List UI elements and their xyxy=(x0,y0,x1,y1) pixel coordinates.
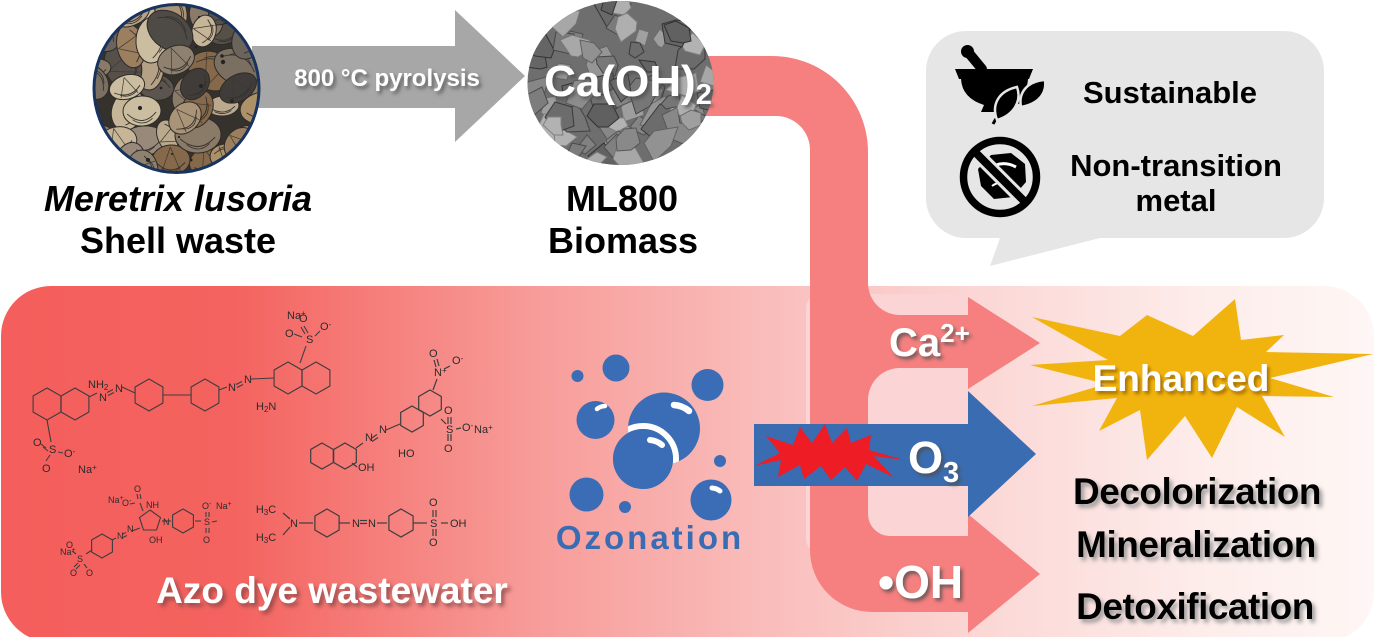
svg-text:Detoxification: Detoxification xyxy=(1076,586,1314,627)
svg-text:Non-transition: Non-transition xyxy=(1070,148,1282,183)
svg-text:S: S xyxy=(446,424,453,436)
svg-text:metal: metal xyxy=(1136,183,1217,218)
svg-text:NH: NH xyxy=(146,500,159,510)
svg-text:N: N xyxy=(244,374,252,386)
svg-text:N: N xyxy=(127,524,134,534)
svg-text:ML800: ML800 xyxy=(566,178,678,219)
svg-text:S: S xyxy=(49,444,56,456)
svg-text:O: O xyxy=(42,463,51,475)
svg-text:•OH: •OH xyxy=(878,556,963,608)
svg-text:OH: OH xyxy=(358,462,375,474)
svg-text:Sustainable: Sustainable xyxy=(1083,75,1257,110)
svg-text:O-: O- xyxy=(64,447,76,460)
svg-text:N: N xyxy=(228,382,236,394)
svg-text:N: N xyxy=(99,392,107,404)
svg-text:O-: O- xyxy=(122,498,132,508)
svg-text:O-: O- xyxy=(202,501,212,511)
svg-text:O-: O- xyxy=(462,421,474,434)
svg-text:OH: OH xyxy=(450,518,467,530)
svg-text:O: O xyxy=(33,437,42,449)
svg-text:O: O xyxy=(285,328,294,340)
svg-text:O: O xyxy=(429,348,438,360)
svg-text:S: S xyxy=(306,334,313,346)
svg-text:O: O xyxy=(66,540,73,550)
svg-text:O-: O- xyxy=(320,320,332,333)
svg-text:Decolorization: Decolorization xyxy=(1073,471,1321,512)
svg-text:S: S xyxy=(430,518,437,530)
svg-text:O: O xyxy=(86,568,93,578)
svg-text:O: O xyxy=(429,537,438,549)
svg-text:O: O xyxy=(134,484,141,494)
svg-text:HO: HO xyxy=(398,448,415,460)
svg-text:N: N xyxy=(352,518,360,530)
svg-text:Biomass: Biomass xyxy=(548,220,698,261)
svg-text:NH2: NH2 xyxy=(88,379,109,392)
svg-text:S: S xyxy=(204,517,210,527)
svg-text:N: N xyxy=(163,517,170,527)
svg-text:Ca(OH)2: Ca(OH)2 xyxy=(544,57,712,111)
svg-text:Meretrix lusoria: Meretrix lusoria xyxy=(44,178,312,219)
svg-text:N: N xyxy=(368,518,376,530)
svg-text:Mineralization: Mineralization xyxy=(1076,524,1316,565)
svg-text:Na+: Na+ xyxy=(216,501,232,511)
svg-text:Azo dye wastewater: Azo dye wastewater xyxy=(156,570,508,611)
svg-text:Ozonation: Ozonation xyxy=(556,519,744,556)
svg-text:N: N xyxy=(115,383,123,395)
svg-text:H2N: H2N xyxy=(256,401,276,414)
svg-text:Enhanced: Enhanced xyxy=(1093,358,1270,399)
svg-text:O-: O- xyxy=(452,354,464,367)
svg-text:Na+: Na+ xyxy=(108,495,124,505)
svg-text:N: N xyxy=(117,531,124,541)
svg-text:N: N xyxy=(379,424,387,436)
svg-text:Shell waste: Shell waste xyxy=(80,220,276,261)
svg-text:N: N xyxy=(365,432,373,444)
svg-text:O: O xyxy=(444,405,453,417)
svg-text:O: O xyxy=(299,313,308,325)
svg-text:H3C: H3C xyxy=(256,504,276,517)
svg-text:S: S xyxy=(77,554,83,564)
svg-text:O: O xyxy=(444,443,453,455)
svg-text:N: N xyxy=(290,518,298,530)
svg-text:Na+: Na+ xyxy=(60,547,76,557)
svg-text:H3C: H3C xyxy=(256,532,276,545)
svg-text:800 °C pyrolysis: 800 °C pyrolysis xyxy=(294,65,480,92)
svg-text:OH: OH xyxy=(149,535,163,545)
svg-text:O: O xyxy=(70,568,77,578)
svg-text:O: O xyxy=(429,497,438,509)
svg-text:O: O xyxy=(203,535,210,545)
